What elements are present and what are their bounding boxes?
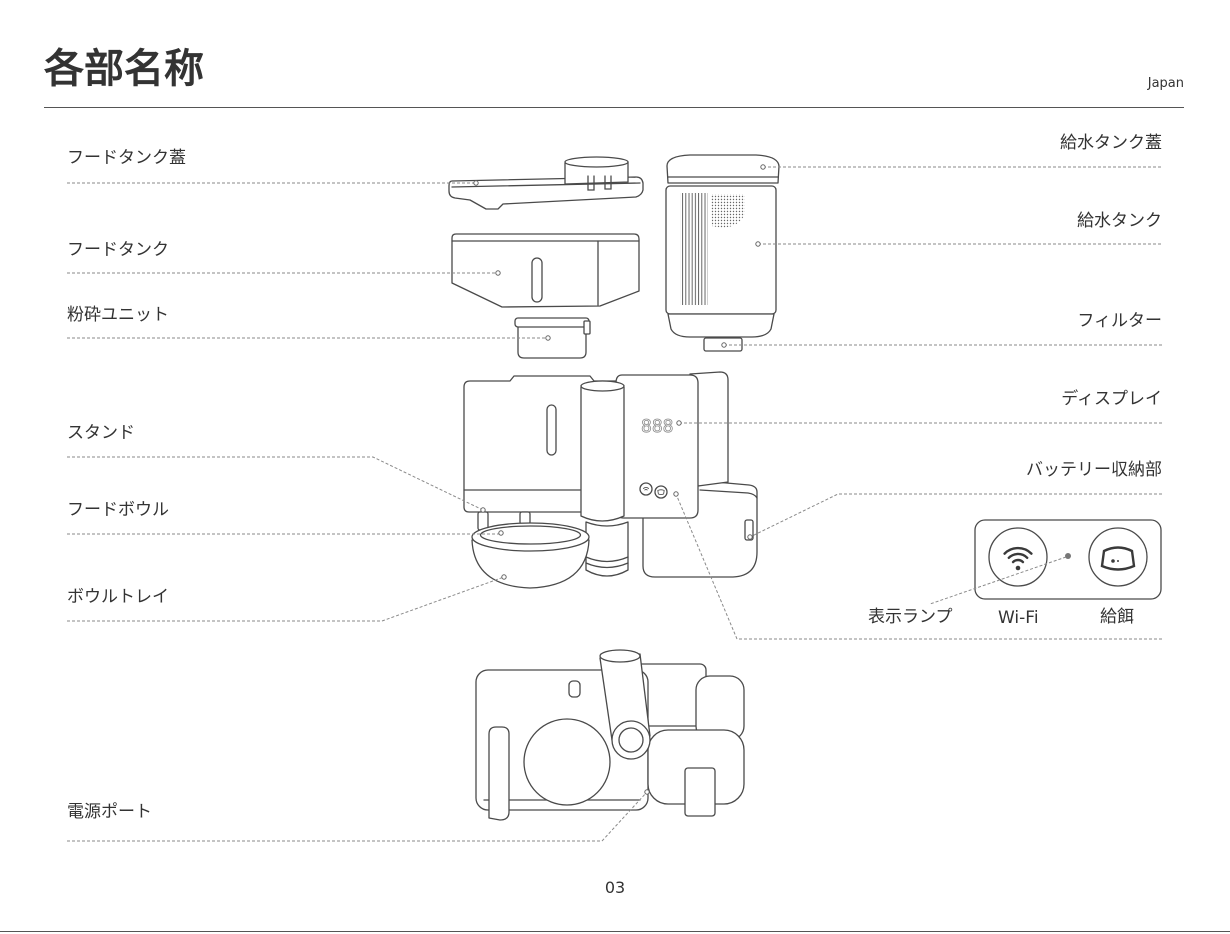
wifi-icon-dot: [1016, 566, 1021, 571]
filter-point: [722, 343, 726, 347]
stand-point: [481, 508, 485, 512]
label-wifi: Wi-Fi: [998, 608, 1039, 628]
label-water-tank-lid: 給水タンク蓋: [1060, 133, 1162, 153]
water-tank-grille: [680, 193, 708, 305]
food-bowl-point: [499, 531, 503, 535]
label-grinding-unit: 粉砕ユニット: [67, 305, 169, 325]
water-tank-lid-point: [761, 165, 765, 169]
indicator-panel: [975, 520, 1161, 599]
water-tank-base: [668, 314, 774, 337]
food-outlet-drawing: [586, 522, 628, 576]
label-filter: フィルター: [1077, 311, 1162, 331]
bottom-view-leg: [489, 727, 509, 820]
feed-indicator: [1089, 528, 1147, 586]
bottom-view-plug: [685, 768, 715, 816]
label-power-port: 電源ポート: [67, 802, 152, 822]
display-point: [677, 421, 681, 425]
feed-lamp: [655, 486, 667, 498]
food-bowl-icon-dot: [1111, 559, 1115, 563]
grinding-unit-drawing: [515, 318, 590, 358]
footer-divider: [0, 931, 1230, 932]
water-tank-drawing: [666, 186, 776, 337]
bowl-tray-point: [502, 575, 506, 579]
wifi-indicator: [989, 528, 1047, 586]
grinding-unit-top-ring: [515, 318, 589, 327]
bottom-view-tube-end-inner: [619, 728, 643, 752]
food-tank-lid-point: [474, 181, 478, 185]
bottom-view-tube-top: [600, 650, 640, 662]
bottom-view-drawing: [476, 650, 744, 820]
stand-leg-middle: [520, 512, 530, 524]
battery-compartment-point: [748, 535, 752, 539]
food-tank-window: [532, 258, 542, 302]
bottom-view-slot: [569, 681, 580, 697]
label-display: ディスプレイ: [1061, 389, 1162, 409]
stand-window: [547, 405, 556, 455]
bottom-view-bowl-tray: [524, 719, 610, 805]
food-tank-drawing: [452, 234, 639, 307]
label-food-bowl: フードボウル: [67, 500, 169, 520]
food-bowl-icon-dot-small: [1117, 560, 1119, 562]
power-port-point: [645, 790, 649, 794]
grinding-unit-body: [518, 326, 586, 358]
grinding-unit-point: [546, 336, 550, 340]
grinding-unit-tab: [584, 321, 590, 334]
food-bowl-drawing: [472, 523, 589, 588]
label-food-tank-lid: フードタンク蓋: [67, 148, 186, 168]
food-bowl-inner: [481, 526, 581, 544]
stand-tube-top: [581, 381, 624, 391]
label-food-tank: フードタンク: [67, 240, 169, 260]
display-digits: 888: [641, 416, 674, 437]
page-number: 03: [0, 878, 1230, 898]
indicator-panel-dot: [1065, 553, 1071, 559]
stand-tube-drawing: [581, 381, 624, 521]
food-tank-lid-knob-top: [565, 157, 628, 167]
water-tank-point: [756, 242, 760, 246]
label-feed: 給餌: [1100, 607, 1134, 627]
indicator-lamp-point: [674, 492, 678, 496]
food-tank-body: [452, 234, 639, 307]
label-stand: スタンド: [67, 423, 135, 443]
food-tank-point: [496, 271, 500, 275]
stand-tube-body: [581, 387, 624, 521]
label-battery-compartment: バッテリー収納部: [1026, 460, 1162, 480]
label-water-tank: 給水タンク: [1077, 211, 1162, 231]
label-bowl-tray: ボウルトレイ: [67, 587, 169, 607]
label-indicator-lamp: 表示ランプ: [868, 607, 953, 627]
